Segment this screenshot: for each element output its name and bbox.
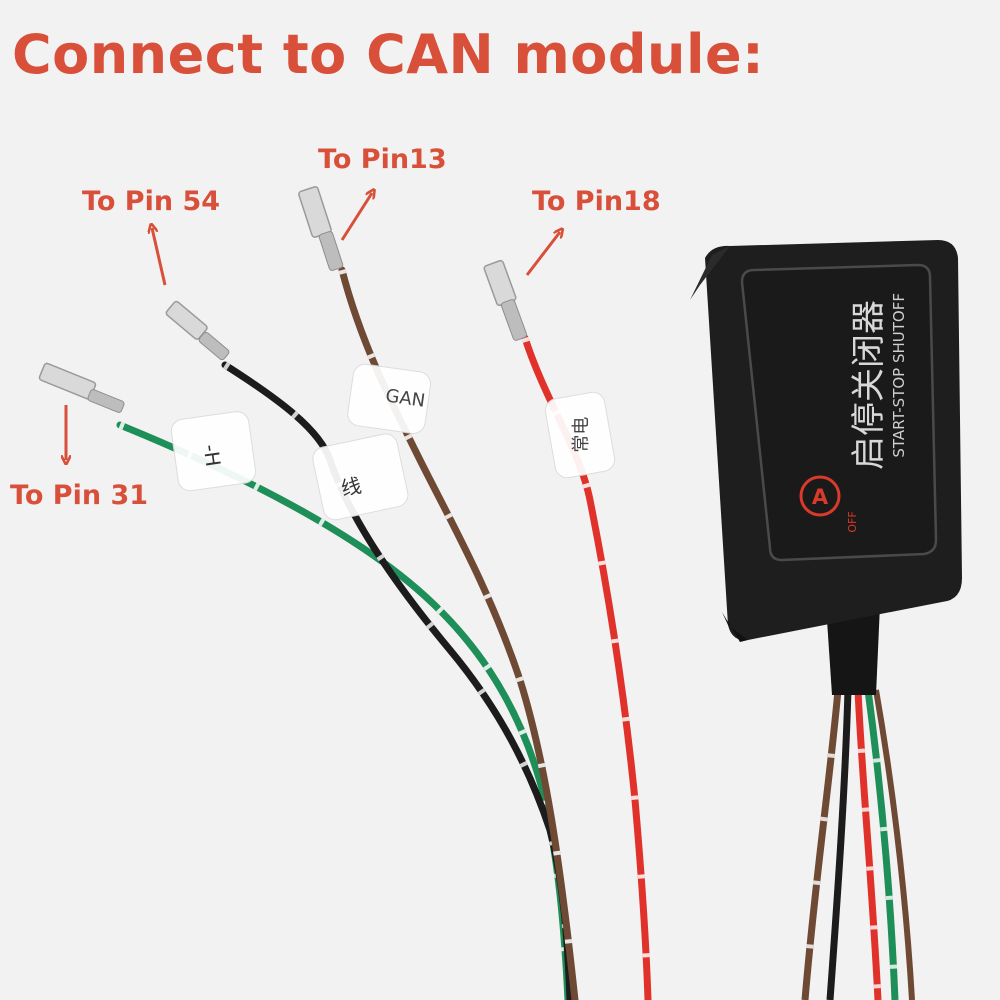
arrow-pin13 (340, 193, 372, 241)
badge-letter: A (812, 485, 829, 509)
wire-tag-red-text: 常电 (571, 417, 592, 453)
wire-tag-green: -H (170, 411, 257, 492)
module-title-en: START-STOP SHUTOFF (890, 293, 908, 458)
module-wire-bundle (801, 605, 915, 1000)
wire-tag-green-text: -H (199, 443, 226, 468)
terminal-pin31 (38, 362, 125, 413)
terminal-pin54 (165, 300, 230, 361)
callout-pin13: To Pin13 (318, 144, 447, 175)
wire-tag-black: 线 (312, 433, 409, 521)
wire-tag-brown: GAN (347, 363, 432, 434)
terminal-pin18 (483, 259, 528, 341)
terminal-pin13 (298, 186, 344, 271)
callout-pin18: To Pin18 (532, 186, 661, 217)
badge-text: OFF (846, 511, 859, 532)
module-title-cn: 启停关闭器 (849, 300, 889, 470)
arrow-pin54 (152, 228, 167, 286)
module-label-panel (740, 263, 938, 562)
start-stop-module: A OFF 启停关闭器 START-STOP SHUTOFF (690, 240, 962, 642)
callout-pin31: To Pin 31 (10, 480, 149, 511)
callout-pin54: To Pin 54 (82, 186, 221, 217)
off-badge-icon: A OFF (799, 475, 859, 533)
arrow-pin18 (525, 232, 560, 276)
page-title: Connect to CAN module: (12, 23, 765, 86)
wire-tag-red: 常电 (544, 391, 616, 479)
wire-tag-black-text: 线 (339, 473, 364, 501)
